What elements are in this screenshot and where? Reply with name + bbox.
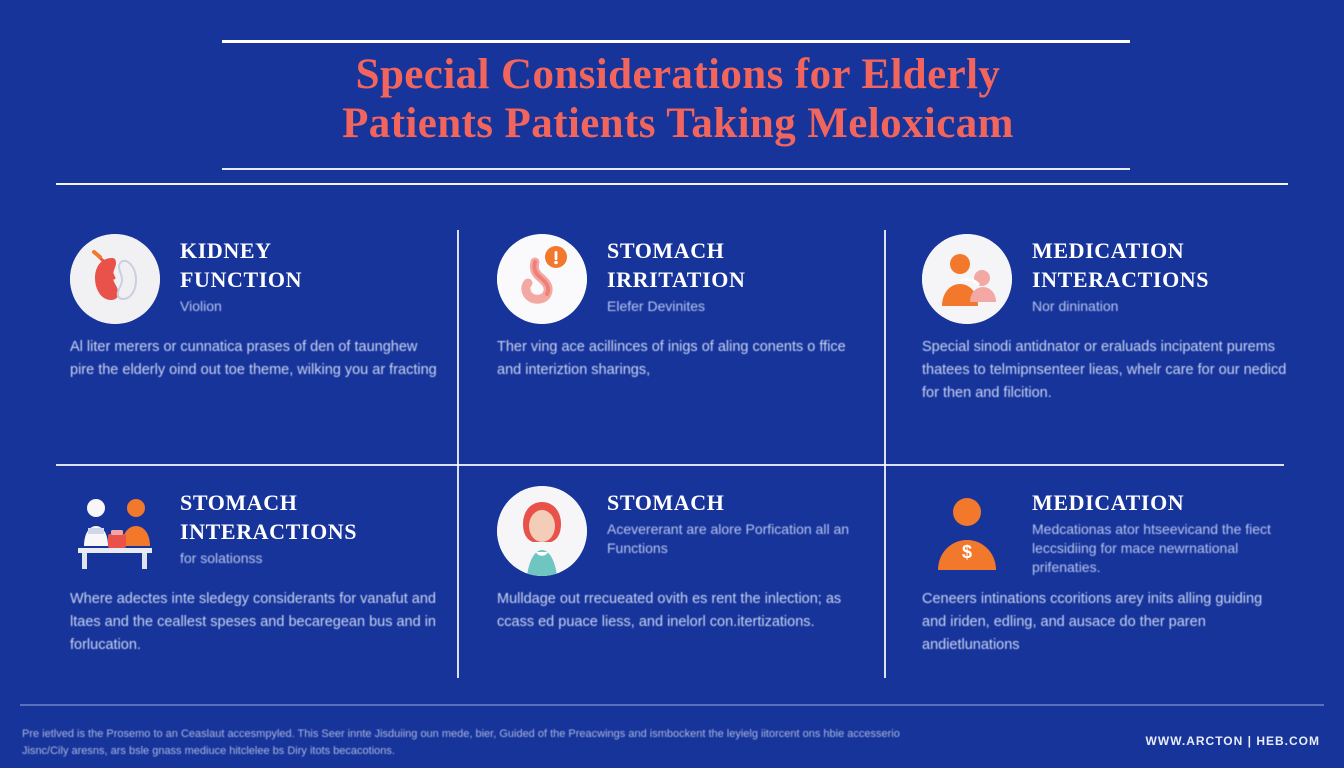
grid-divider-vertical-2 (884, 230, 886, 678)
header-mid-rule (222, 168, 1130, 170)
card-medication-cost: $ MEDICATION Medcationas ator htseevican… (922, 484, 1282, 657)
card-subtitle: Nor dinination (1032, 298, 1119, 314)
card-subtitle: Acevererant are alore Porfication all an… (607, 521, 850, 556)
page-title: Special Considerations for Elderly Patie… (222, 50, 1134, 148)
card-title-block: STOMACH IRRITATION Elefer Devinites (607, 236, 857, 316)
card-body-text: Al liter merers or cunnatica prases of d… (70, 339, 437, 378)
card-stomach-irritation: STOMACH IRRITATION Elefer Devinites Ther… (497, 232, 857, 382)
card-medication-interactions: MEDICATION INTERACTIONS Nor dinination S… (922, 232, 1286, 405)
grid-divider-vertical-1 (457, 230, 459, 678)
card-grid: KIDNEY FUNCTION Violion Al liter merers … (0, 212, 1344, 692)
card-subtitle: Violion (180, 298, 222, 314)
caregiver-icon (922, 234, 1012, 324)
footer-url[interactable]: WWW.ARCTON | HEB.COM (1145, 734, 1320, 748)
card-header: MEDICATION INTERACTIONS Nor dinination (922, 232, 1282, 330)
card-title-line1: MEDICATION (1032, 238, 1185, 263)
kidneys-icon (70, 234, 160, 324)
card-body-text: Mulldage out rrecueated ovith es rent th… (497, 591, 842, 630)
header-top-rule (222, 40, 1130, 43)
card-title-line1: STOMACH (607, 490, 725, 515)
footer-disclaimer: Pre ietlved is the Prosemo to an Ceaslau… (22, 728, 900, 757)
pharmacy-counter-icon (70, 486, 160, 576)
card-kidney-function: KIDNEY FUNCTION Violion Al liter merers … (70, 232, 437, 382)
card-stomach-interactions: STOMACH INTERACTIONS for solationss Wher… (70, 484, 436, 657)
card-title-line1: KIDNEY (180, 238, 272, 263)
card-title-block: STOMACH INTERACTIONS for solationss (180, 488, 430, 568)
card-header: STOMACH INTERACTIONS for solationss (70, 484, 430, 582)
card-title-line2: INTERACTIONS (1032, 267, 1210, 292)
card-title-line2: INTERACTIONS (180, 519, 358, 544)
svg-text:$: $ (962, 542, 972, 562)
header-wide-rule (56, 183, 1288, 185)
card-title-line1: MEDICATION (1032, 490, 1185, 515)
card-title-block: KIDNEY FUNCTION Violion (180, 236, 430, 316)
card-title-line2: FUNCTION (180, 267, 303, 292)
card-body-text: Ther ving ace acillinces of inigs of ali… (497, 339, 846, 378)
patient-portrait-icon (497, 486, 587, 576)
header: Special Considerations for Elderly Patie… (0, 0, 1344, 195)
cost-person-icon: $ (922, 486, 1012, 576)
card-title-block: MEDICATION Medcationas ator htseevicand … (1032, 488, 1282, 577)
card-title-line2: IRRITATION (607, 267, 746, 292)
card-title-block: MEDICATION INTERACTIONS Nor dinination (1032, 236, 1282, 316)
card-header: KIDNEY FUNCTION Violion (70, 232, 430, 330)
card-subtitle: for solationss (180, 550, 263, 566)
card-header: STOMACH IRRITATION Elefer Devinites (497, 232, 857, 330)
footer: Pre ietlved is the Prosemo to an Ceaslau… (0, 700, 1344, 768)
card-title-line1: STOMACH (607, 238, 725, 263)
stomach-icon (497, 234, 587, 324)
page-title-line1: Special Considerations for Elderly (355, 51, 1001, 98)
card-subtitle: Elefer Devinites (607, 298, 706, 314)
card-title-line1: STOMACH (180, 490, 298, 515)
card-title-block: STOMACH Acevererant are alore Porficatio… (607, 488, 857, 558)
page-title-line2: Patients Patients Taking Meloxicam (342, 100, 1014, 147)
grid-divider-horizontal (56, 464, 1284, 466)
card-header: $ MEDICATION Medcationas ator htseevican… (922, 484, 1282, 582)
card-body-text: Where adectes inte sledegy considerants … (70, 591, 436, 653)
card-body-text: Special sinodi antidnator or eraluads in… (922, 339, 1287, 401)
card-header: STOMACH Acevererant are alore Porficatio… (497, 484, 857, 582)
card-stomach-functions: STOMACH Acevererant are alore Porficatio… (497, 484, 857, 634)
footer-rule (20, 704, 1324, 706)
card-subtitle: Medcationas ator htseevicand the fiect l… (1032, 521, 1271, 575)
card-body-text: Ceneers intinations ccoritions arey init… (922, 591, 1263, 653)
